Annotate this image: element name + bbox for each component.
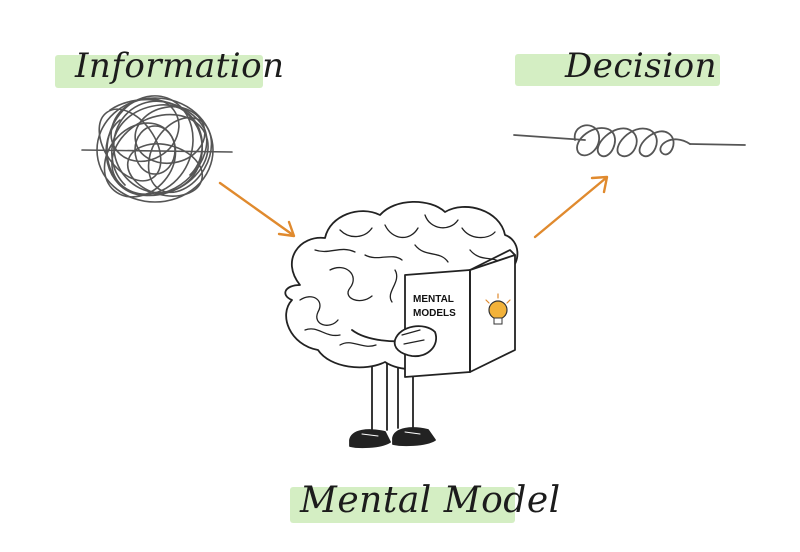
- brain-character-icon: [284, 200, 519, 449]
- knot-line-icon: [513, 124, 746, 158]
- tangle-icon: [81, 95, 233, 203]
- information-highlight: [55, 55, 263, 88]
- book-title-line2: MODELS: [413, 308, 456, 319]
- lightbulb-icon: [485, 293, 511, 325]
- book-title-line1: MENTAL: [413, 294, 454, 305]
- information-label: Information: [75, 46, 285, 86]
- decision-label: Decision: [565, 46, 717, 86]
- arrow-icon: [218, 175, 609, 239]
- decision-highlight: [515, 54, 720, 86]
- mental-model-label: Mental Model: [300, 480, 561, 521]
- mental-model-highlight: [290, 487, 515, 523]
